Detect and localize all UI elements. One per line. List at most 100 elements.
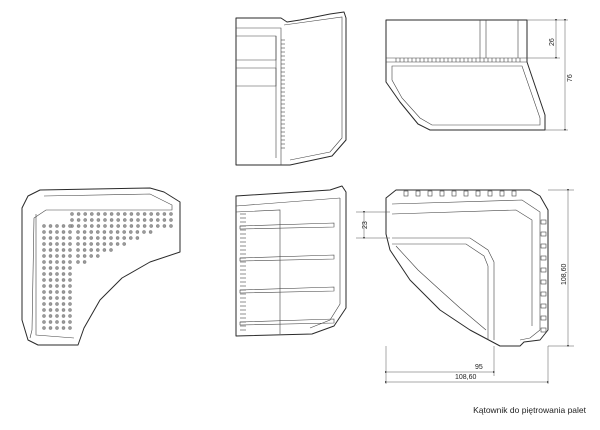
rib-tab (511, 190, 517, 197)
hole (109, 212, 114, 216)
rib (239, 254, 335, 262)
hole (42, 260, 46, 264)
hole (142, 224, 147, 228)
hole (48, 242, 53, 246)
hole (83, 224, 87, 228)
hole (55, 326, 59, 330)
hole (123, 224, 127, 228)
hole (61, 320, 66, 324)
hole (61, 284, 66, 288)
hole (136, 218, 140, 222)
view-bottom-middle (235, 185, 347, 337)
hole (55, 272, 59, 276)
hole (90, 218, 94, 222)
hole (42, 308, 46, 312)
hole (115, 236, 120, 240)
rib-tab (540, 231, 547, 237)
hole (61, 302, 66, 306)
hole (48, 224, 53, 228)
hole (48, 290, 53, 294)
hole (169, 212, 173, 216)
hole (61, 260, 66, 264)
hole (68, 296, 72, 300)
rib-tab (427, 190, 433, 197)
hole (122, 242, 126, 246)
hole (96, 212, 101, 216)
hole (96, 254, 100, 258)
hole (142, 212, 147, 216)
hole (136, 212, 140, 216)
hole (42, 278, 46, 282)
hole (148, 230, 153, 234)
hole (68, 278, 72, 282)
hole (61, 242, 66, 246)
rib-tab (487, 190, 493, 197)
hole (109, 224, 114, 228)
hole (162, 212, 167, 216)
hole (48, 296, 53, 300)
rib (239, 222, 335, 230)
hole (76, 224, 81, 228)
hole (42, 296, 46, 300)
hole (83, 218, 87, 222)
hole (102, 236, 107, 240)
hole (83, 212, 87, 216)
hole (48, 248, 53, 252)
hole (68, 290, 72, 294)
dimension-76: 76 (567, 74, 574, 82)
hole (42, 302, 46, 306)
hole (76, 212, 81, 216)
hole (55, 314, 59, 318)
hole (129, 236, 133, 240)
hole (129, 224, 134, 228)
hole (61, 230, 66, 234)
hole (102, 230, 107, 234)
hole (96, 218, 101, 222)
rib-tab (499, 190, 505, 197)
rib-tab (451, 190, 457, 197)
hole (42, 242, 46, 246)
hole (61, 308, 66, 312)
hole (129, 212, 134, 216)
hole (55, 260, 59, 264)
hole (82, 236, 87, 240)
hole (76, 218, 81, 222)
hole (82, 254, 87, 258)
hole (109, 230, 113, 234)
hole (42, 230, 46, 234)
hole (123, 212, 127, 216)
hole (61, 248, 66, 252)
hole (61, 296, 66, 300)
hole (70, 218, 74, 222)
hole (68, 302, 72, 306)
hole (55, 308, 59, 312)
hole (82, 248, 87, 252)
hole (42, 236, 46, 240)
hole (68, 230, 72, 234)
hole (55, 290, 59, 294)
hole (68, 272, 72, 276)
hole (68, 248, 72, 252)
hole (68, 320, 72, 324)
hole (42, 326, 46, 330)
hole (96, 242, 100, 246)
rib-tab (463, 190, 469, 197)
hole (42, 290, 46, 294)
hole (42, 314, 46, 318)
ribbed-edge (281, 39, 285, 149)
hole (68, 260, 72, 264)
hole (61, 254, 66, 258)
hole (61, 236, 66, 240)
hole (90, 224, 94, 228)
hole (103, 218, 107, 222)
rib (239, 286, 335, 294)
view-top-right: 26 76 (385, 19, 574, 131)
hole (122, 236, 126, 240)
hole (142, 230, 146, 234)
hole (156, 218, 160, 222)
hole (102, 248, 107, 252)
hole (68, 314, 72, 318)
perforation-holes (42, 212, 173, 330)
hole (103, 212, 107, 216)
rib-tab (540, 267, 547, 273)
